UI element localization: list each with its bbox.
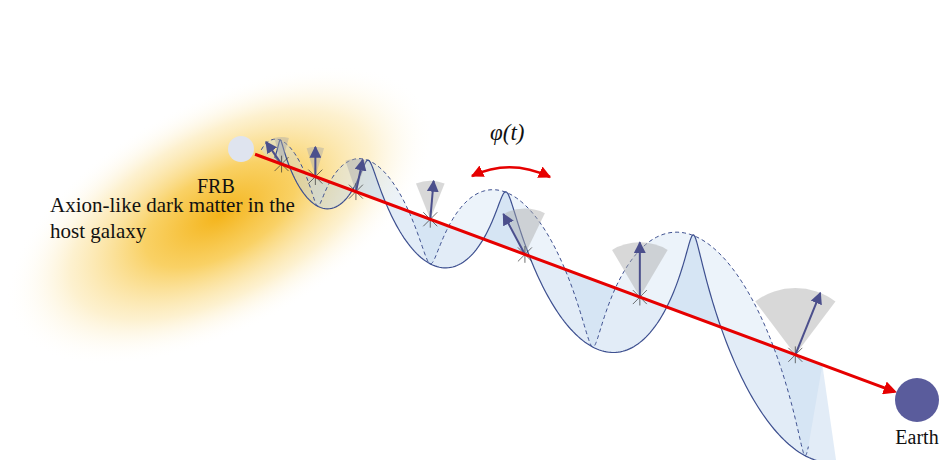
node-label: FRB bbox=[197, 174, 235, 199]
galaxy-region: Axion-like dark matter in the host galax… bbox=[50, 192, 295, 245]
body-circle bbox=[895, 378, 939, 422]
angle-fan bbox=[416, 181, 445, 220]
polarization-arrow bbox=[795, 293, 820, 355]
propagation-arrow bbox=[255, 154, 894, 391]
polarization-arrow bbox=[639, 242, 641, 297]
polarization-vectors bbox=[266, 137, 835, 363]
polarization-arrow bbox=[314, 147, 316, 177]
angle-fan bbox=[307, 147, 324, 177]
earth-planet: Earth bbox=[887, 378, 947, 450]
rotation-arrow bbox=[472, 167, 550, 177]
polarization-arrow bbox=[356, 160, 363, 192]
wave-fill bbox=[268, 140, 836, 460]
wave-front-curve bbox=[275, 140, 837, 460]
polarization-arrow bbox=[430, 181, 433, 219]
angle-label: φ(t) bbox=[490, 120, 524, 146]
frb-source: FRB bbox=[195, 136, 255, 202]
node-label: Earth bbox=[887, 425, 947, 450]
node-label: Axion-like dark matter in the host galax… bbox=[50, 192, 295, 245]
body-circle bbox=[228, 136, 254, 162]
